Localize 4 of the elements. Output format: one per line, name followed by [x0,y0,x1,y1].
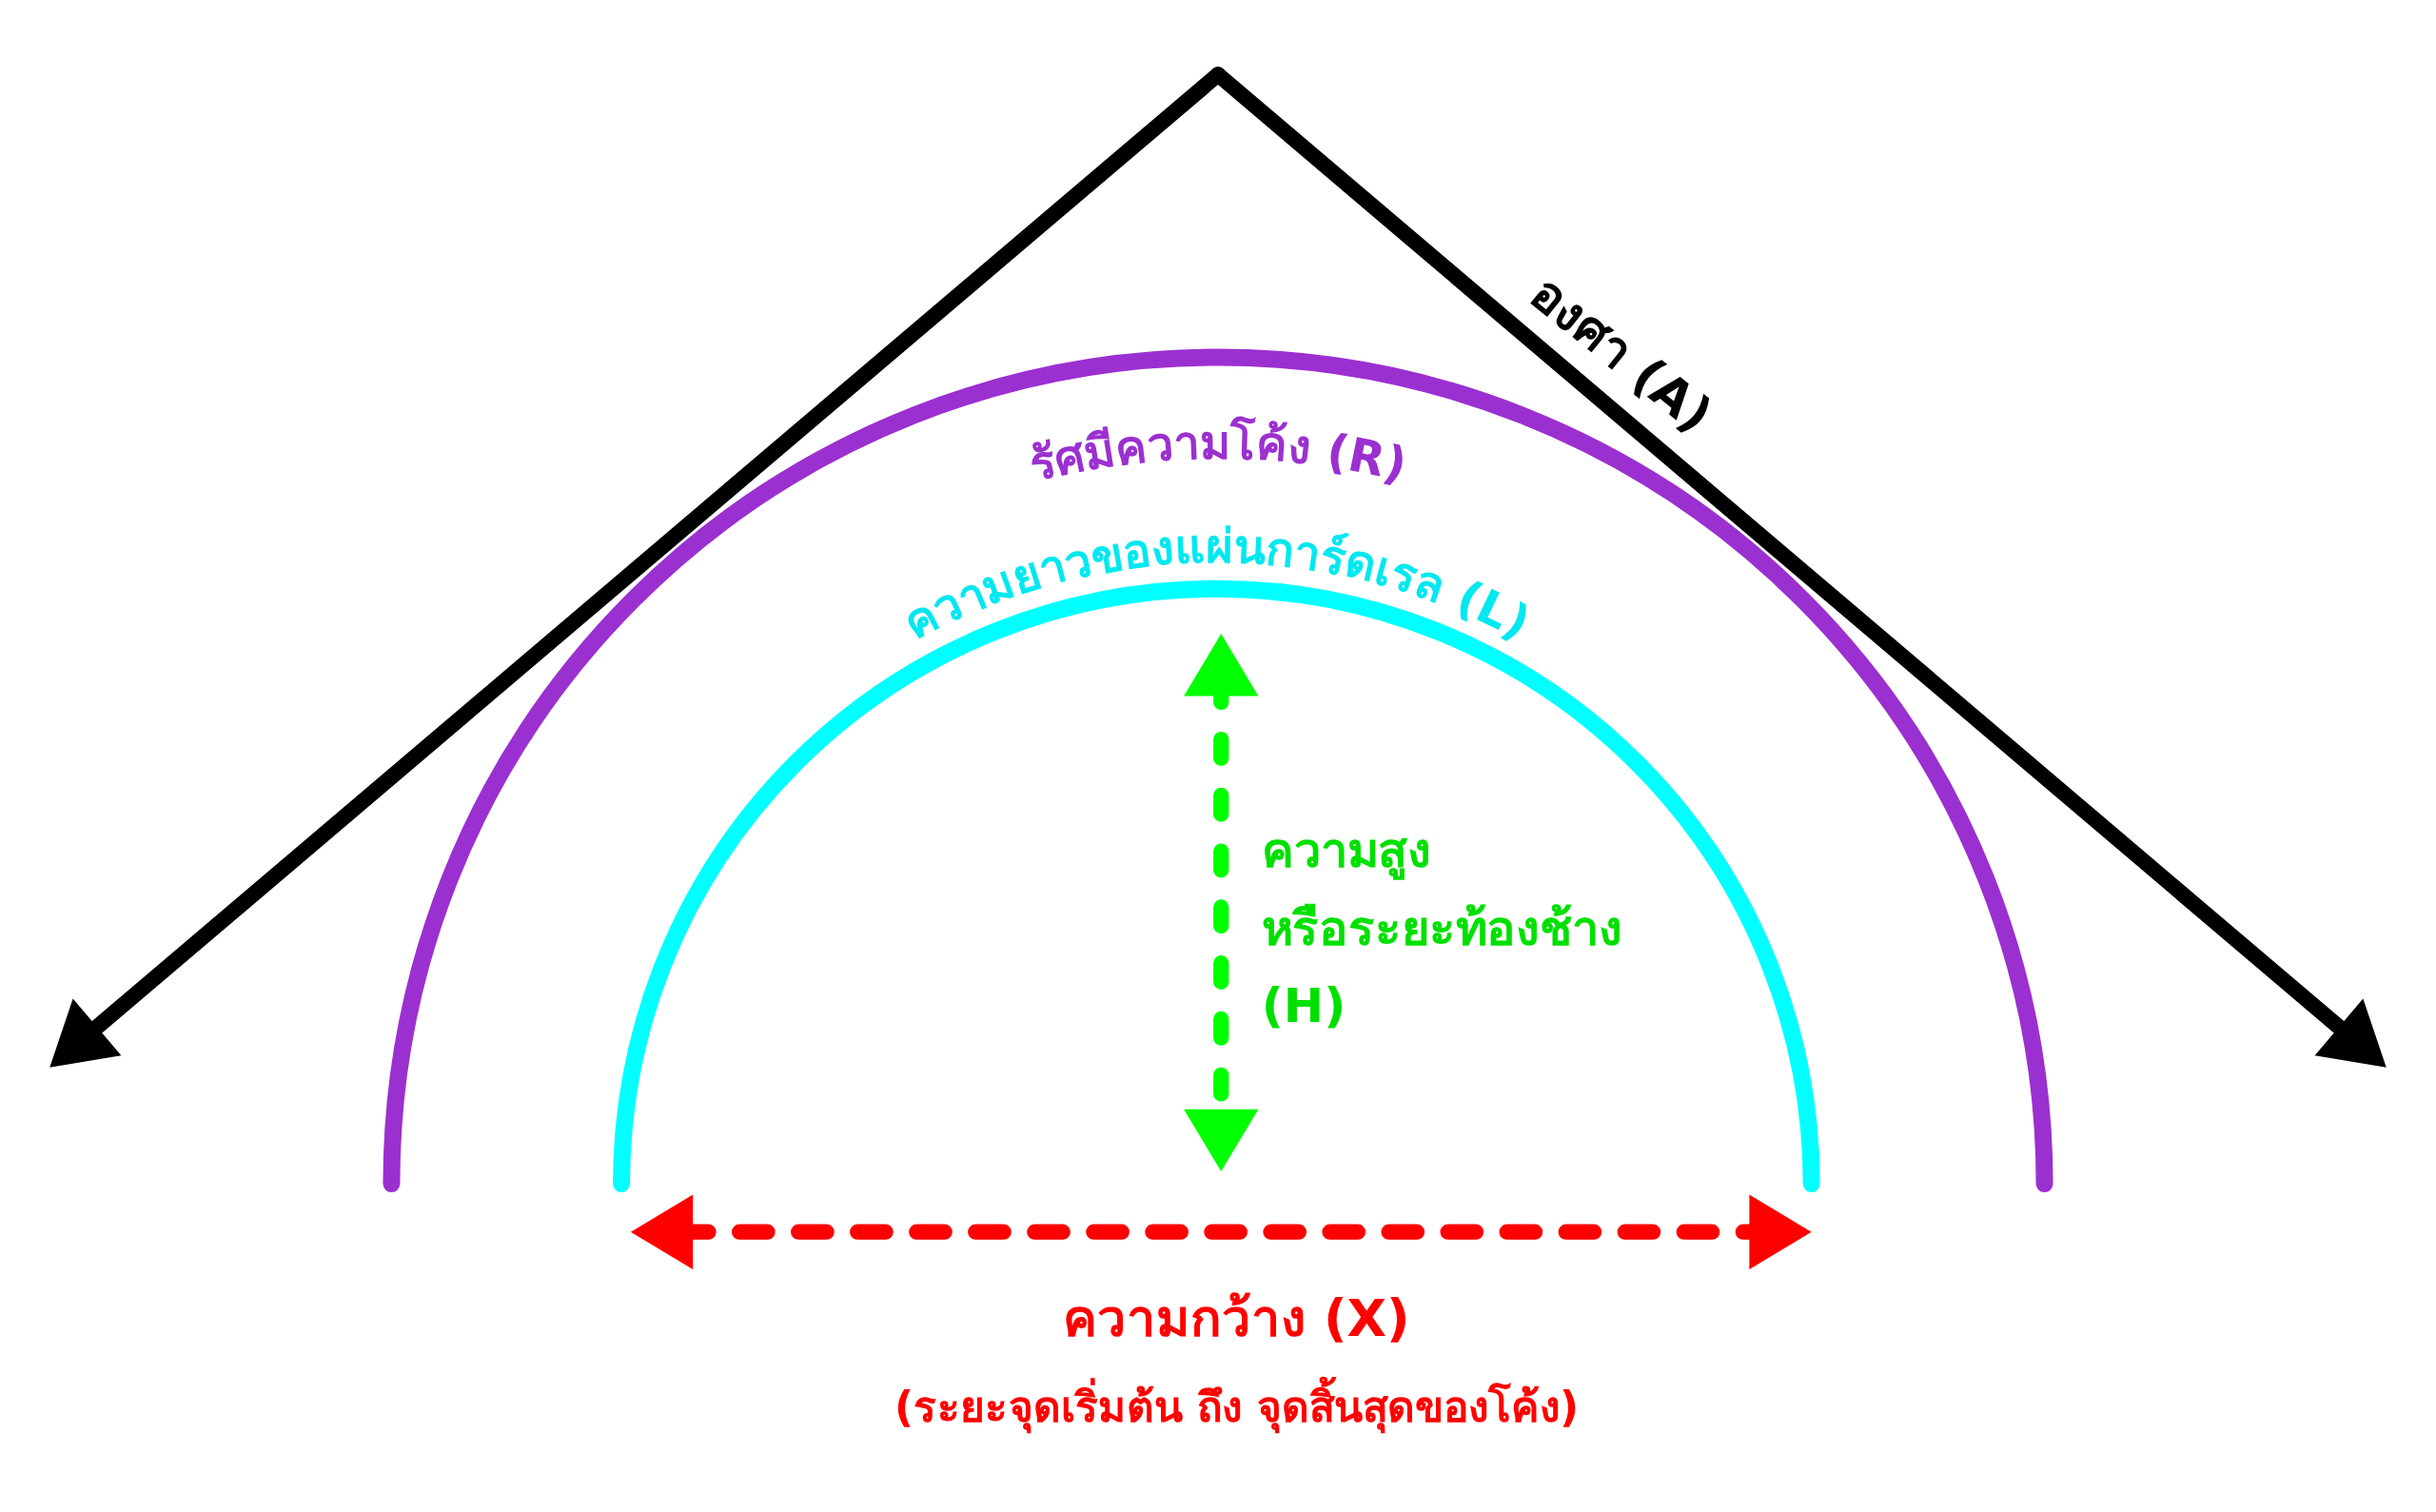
width-note: (ระยะจุดเริ่มต้น ถึง จุดสิ้นสุดของโค้ง) [0,1373,2436,1441]
radius-label: รัศมีความโค้ง (R) [1024,415,1412,494]
width-label: ความกว้าง (X) [1062,1286,1411,1351]
height-label: ความสูง หรือระยะท้องช้าง (H) [1261,820,1622,1035]
